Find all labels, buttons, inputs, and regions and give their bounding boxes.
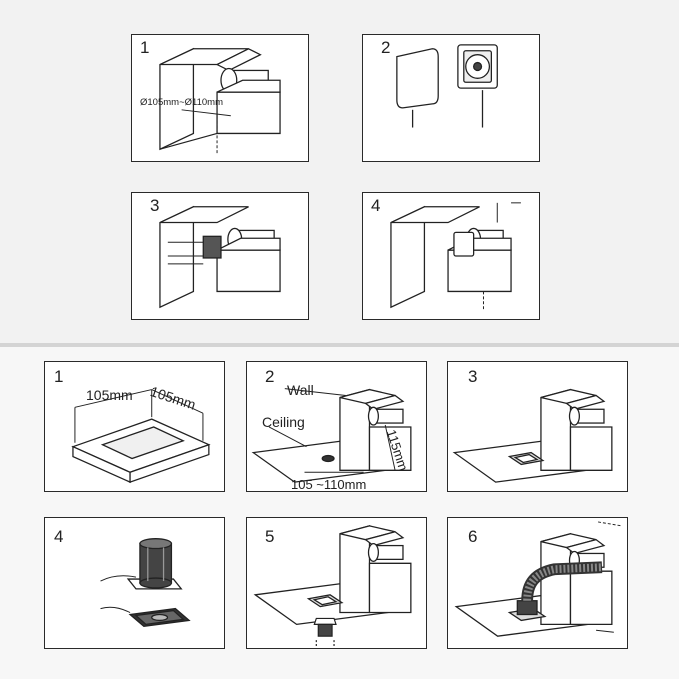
width-dimension-label: 105mm: [86, 387, 133, 403]
wall-step-4-panel: 4: [362, 192, 540, 320]
step-number: 2: [381, 38, 391, 57]
ceiling-hole-dimensions-illustration: [71, 389, 211, 484]
duct-connection-illustration: [454, 521, 622, 637]
ceiling-step-1-panel: 1 105mm 105mm: [44, 361, 225, 492]
ceiling-step-3-panel: 3: [447, 361, 628, 492]
hole-diameter-label: 105 ~110mm: [291, 477, 367, 492]
step-number: 3: [468, 367, 478, 386]
fan-cover-and-body-illustration: [396, 44, 498, 128]
ceiling-wall-measurements-illustration: [251, 388, 412, 483]
step-number: 1: [140, 38, 150, 57]
installed-wall-fan-illustration: [390, 202, 521, 310]
fan-insertion-illustration: [159, 205, 281, 309]
ceiling-cutout-illustration: [452, 388, 613, 483]
ceiling-step-6-panel: 6: [447, 517, 628, 649]
step-number: 6: [468, 527, 478, 546]
wall-step-1-panel: 1 Ø105mm~Ø110mm: [131, 34, 309, 162]
ceiling-step-5-panel: 5: [246, 517, 427, 649]
fan-insertion-into-ceiling-illustration: [253, 525, 412, 647]
wall-label: Wall: [287, 382, 314, 398]
step-number: 5: [265, 527, 275, 546]
step-number: 4: [54, 527, 64, 546]
step-number: 2: [265, 367, 275, 386]
ceiling-step-2-panel: 2 Wall Ceiling 115mm 105 ~110mm: [246, 361, 427, 492]
wall-step-2-panel: 2: [362, 34, 540, 162]
step-number: 3: [150, 196, 160, 215]
section-divider: [0, 343, 679, 347]
wall-step-3-panel: 3: [131, 192, 309, 320]
step-number: 4: [371, 196, 381, 215]
hole-diameter-label: Ø105mm~Ø110mm: [140, 97, 223, 108]
ceiling-label: Ceiling: [262, 414, 305, 430]
wall-cutout-illustration: [159, 47, 281, 156]
ceiling-step-4-panel: 4: [44, 517, 225, 649]
fan-body-and-grille-illustration: [100, 538, 191, 628]
step-number: 1: [54, 367, 64, 386]
